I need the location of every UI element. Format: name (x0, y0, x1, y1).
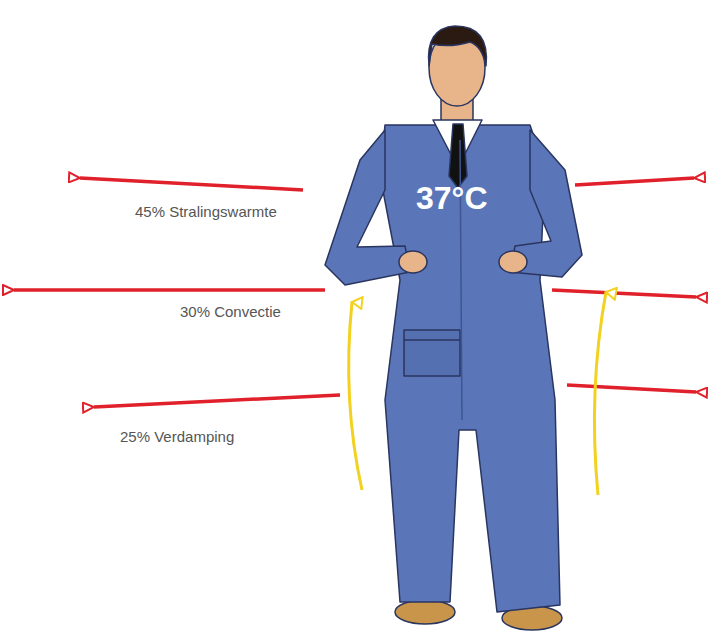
heat-arrow (552, 290, 696, 392)
temperature-label: 37°C (416, 180, 488, 217)
heat-loss-label: 30% Convectie (180, 303, 281, 320)
worker-figure (325, 26, 582, 630)
heat-loss-label: 45% Stralingswarmte (135, 203, 277, 220)
heat-loss-label: 25% Verdamping (120, 428, 234, 445)
